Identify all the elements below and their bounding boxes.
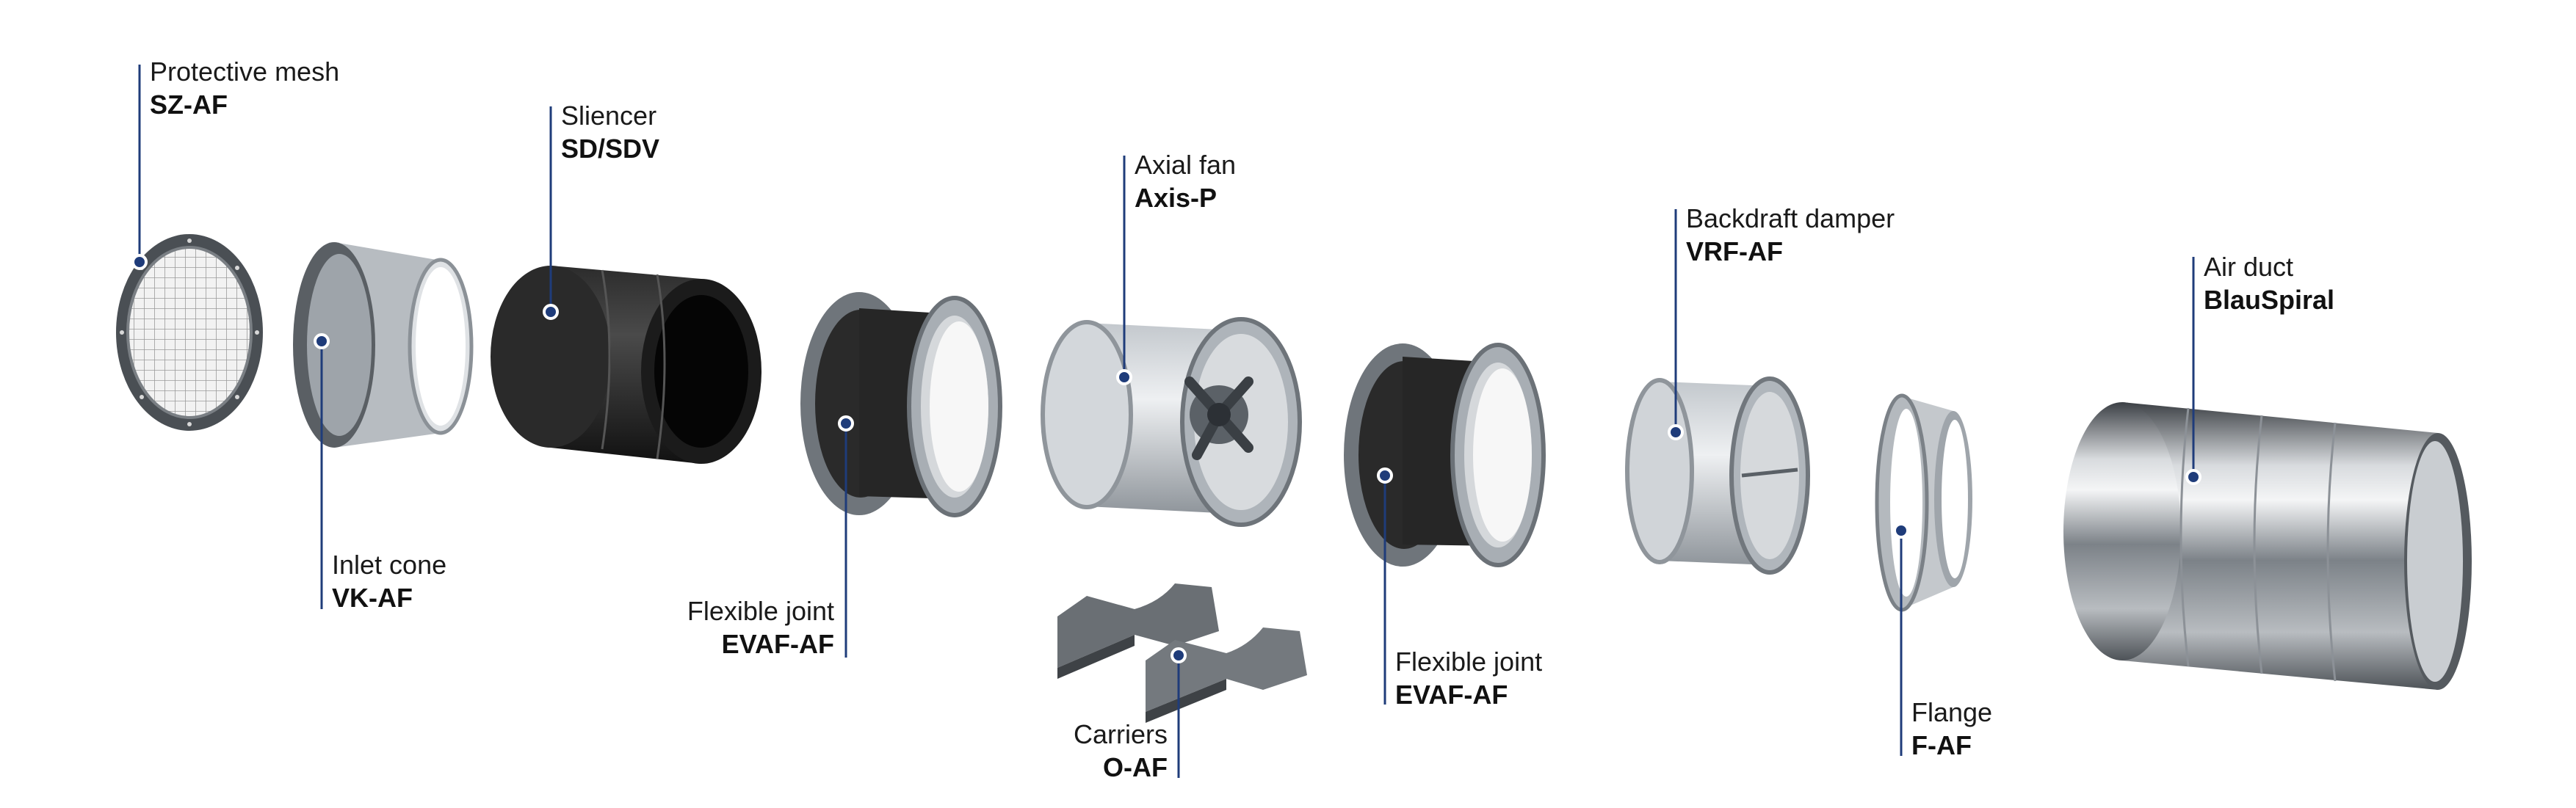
label-code-protective-mesh: SZ-AF — [150, 90, 228, 120]
label-name-axial-fan: Axial fan — [1135, 150, 1236, 180]
backdraft-damper-part — [1625, 376, 1810, 575]
label-code-flange: F-AF — [1911, 730, 1972, 760]
label-code-air-duct: BlauSpiral — [2204, 285, 2334, 315]
label-name-inlet-cone: Inlet cone — [332, 550, 446, 580]
axial-fan-part — [1041, 317, 1302, 527]
dot-axial-fan — [1116, 369, 1132, 385]
label-name-flexible-joint-1: Flexible joint — [687, 596, 834, 626]
dot-air-duct — [2185, 469, 2201, 485]
label-name-silencer: Sliencer — [561, 101, 656, 131]
flange-part — [1875, 393, 1972, 612]
flexible-joint-2-part — [1344, 343, 1546, 567]
leader-lines — [131, 65, 2201, 778]
dot-flexible-joint-2 — [1377, 467, 1393, 484]
label-name-flange: Flange — [1911, 697, 1992, 727]
dot-flange — [1893, 523, 1909, 539]
label-code-backdraft-damper: VRF-AF — [1686, 236, 1783, 266]
label-name-carriers: Carriers — [1074, 719, 1168, 749]
protective-mesh-part — [116, 234, 263, 431]
silencer-part — [491, 266, 761, 464]
inlet-cone-part — [293, 242, 474, 448]
label-code-flexible-joint-1: EVAF-AF — [722, 629, 834, 659]
dot-flexible-joint-1 — [838, 415, 854, 432]
dot-backdraft-damper — [1668, 424, 1684, 440]
flexible-joint-1-part — [800, 292, 1002, 517]
label-name-air-duct: Air duct — [2204, 252, 2293, 282]
label-name-protective-mesh: Protective mesh — [150, 57, 339, 87]
label-code-silencer: SD/SDV — [561, 134, 659, 164]
label-name-flexible-joint-2: Flexible joint — [1395, 647, 1542, 677]
label-code-axial-fan: Axis-P — [1135, 183, 1217, 213]
label-name-backdraft-damper: Backdraft damper — [1686, 203, 1895, 233]
dot-carriers — [1171, 647, 1187, 663]
dot-silencer — [543, 304, 559, 320]
label-code-carriers: O-AF — [1103, 752, 1168, 782]
dot-inlet-cone — [314, 333, 330, 349]
labels: Protective mesh SZ-AF Inlet cone VK-AF S… — [150, 57, 2334, 782]
label-code-inlet-cone: VK-AF — [332, 583, 413, 613]
carriers-part — [1057, 583, 1307, 723]
label-code-flexible-joint-2: EVAF-AF — [1395, 680, 1508, 710]
air-duct-part — [2063, 402, 2472, 690]
dot-protective-mesh — [131, 254, 148, 270]
